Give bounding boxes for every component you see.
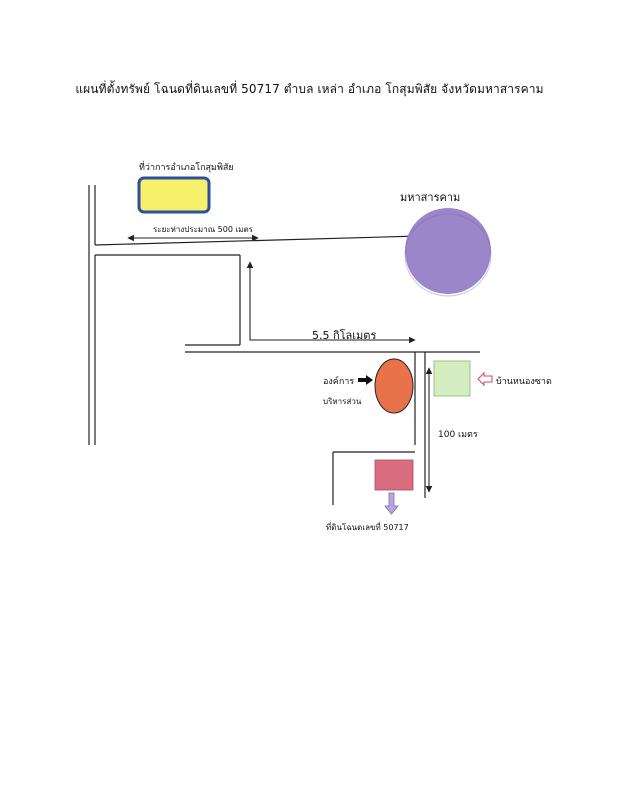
arrow-5-5km bbox=[246, 261, 416, 344]
distance-arrows bbox=[127, 234, 433, 493]
village-marker bbox=[433, 360, 471, 397]
road-top-horizontal-upper bbox=[94, 235, 421, 246]
land-parcel-label: ที่ดินโฉนดเลขที่ 50717 bbox=[326, 523, 409, 532]
land-parcel-pointer-arrow bbox=[384, 492, 399, 515]
distance-500-label: ระยะห่างประมาณ 500 เมตร bbox=[153, 225, 253, 234]
road-network bbox=[88, 185, 480, 505]
village-pointer-arrow bbox=[477, 371, 493, 387]
village-label: บ้านหนองซาด bbox=[496, 377, 552, 387]
page-title: แผนที่ตั้งทรัพย์ โฉนดที่ดินเลขที่ 50717 … bbox=[75, 82, 544, 96]
tambon-org-label-line2: บริหารส่วน bbox=[323, 397, 362, 406]
district-office-marker bbox=[137, 176, 211, 214]
tambon-org-marker bbox=[374, 358, 414, 414]
district-office-label: ที่ว่าการอำเภอโกสุมพิสัย bbox=[139, 163, 234, 173]
tambon-org-pointer-arrow bbox=[358, 375, 373, 385]
tambon-org-label-line1: องค์การ bbox=[323, 377, 355, 387]
mahasarakham-marker bbox=[405, 208, 491, 294]
distance-5-5-label: 5.5 กิโลเมตร bbox=[312, 329, 377, 342]
mahasarakham-label: มหาสารคาม bbox=[400, 191, 461, 204]
distance-100-label: 100 เมตร bbox=[438, 430, 478, 440]
land-parcel-marker bbox=[374, 459, 414, 491]
